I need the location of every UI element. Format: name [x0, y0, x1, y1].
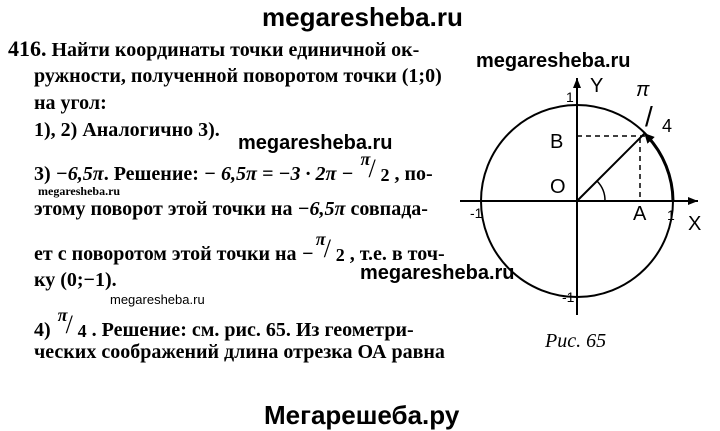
radius-line	[576, 132, 646, 202]
watermark-bottom: Мегарешеба.ру	[264, 400, 460, 430]
watermark-top: megaresheba.ru	[262, 2, 463, 32]
angle-label-den: 4	[662, 116, 672, 136]
angle-arc	[596, 180, 606, 202]
rotation-arc	[644, 133, 675, 202]
minus-sign: −	[301, 243, 314, 265]
fraction-slash: /	[368, 154, 376, 183]
solution-label: . Решение:	[103, 163, 199, 185]
problem-line-3: на угол:	[34, 92, 107, 114]
problem-line-10: ческих соображений длина отрезка ОА равн…	[34, 341, 445, 363]
watermark-right-top: megaresheba.ru	[476, 50, 631, 72]
problem-line-5: 3) −6,5π. Решение: − 6,5π = −3 · 2π − π/…	[34, 150, 433, 186]
figure-caption: Рис. 65	[545, 330, 607, 352]
text-continue: , по-	[394, 163, 433, 185]
problem-line-1: 416. Найти координаты точки единичной ок…	[8, 36, 420, 61]
tick-left: -1	[470, 205, 483, 221]
angle-label-num: π	[636, 79, 650, 101]
problem-line-4: 1), 2) Аналогично 3).	[34, 119, 220, 141]
watermark-small2: megaresheba.ru	[110, 292, 205, 307]
fraction-pi-2: π/2	[359, 150, 395, 186]
label-a: A	[633, 203, 647, 225]
problem-line-2: ружности, полученной поворотом точки (1;…	[34, 65, 442, 87]
watermark-mid1: megaresheba.ru	[238, 132, 393, 154]
angle-label-slash: /	[645, 101, 653, 132]
fraction-numerator: π	[315, 229, 326, 249]
angle-value: −6,5π	[297, 198, 346, 220]
watermark-mid2: megaresheba.ru	[360, 262, 515, 284]
fraction-numerator: π	[360, 149, 371, 169]
y-axis-arrow	[573, 78, 581, 88]
tick-right: 1	[667, 207, 675, 223]
fraction-denominator: 4	[77, 321, 87, 341]
label-b: B	[550, 131, 563, 153]
problem-line-6: этому поворот этой точки на −6,5π совпад…	[34, 199, 428, 219]
x-axis-arrow	[688, 197, 698, 205]
label-y: Y	[590, 75, 603, 97]
text-segment: совпада-	[350, 198, 428, 220]
fraction-slash: /	[65, 310, 73, 339]
tick-bottom: -1	[562, 289, 575, 305]
tick-top: 1	[566, 89, 574, 105]
text-segment: этому поворот этой точки на	[34, 198, 293, 220]
text-segment: , т.е. в точ-	[349, 243, 445, 265]
fraction-pi-4: π/4	[56, 306, 92, 342]
label-x: X	[688, 213, 701, 235]
label-o: O	[550, 176, 566, 198]
fraction-slash: /	[323, 234, 331, 263]
text-segment: ет с поворотом этой точки на	[34, 243, 297, 265]
equation: − 6,5π = −3 · 2π −	[203, 163, 354, 185]
fraction-denominator: 2	[335, 245, 345, 265]
problem-text: Найти координаты точки единичной ок-	[51, 39, 420, 61]
problem-number: 416.	[8, 36, 47, 61]
item-3-label: 3)	[34, 163, 51, 185]
watermark-left-small: megaresheba.ru	[38, 184, 121, 198]
fraction-pi-2: π/2	[314, 230, 350, 266]
unit-circle-figure: Y X B O A 1 -1 -1 1 π / 4	[460, 75, 701, 315]
angle-value: −6,5π	[55, 163, 104, 185]
fraction-denominator: 2	[380, 165, 390, 185]
item-4-label: 4)	[34, 319, 51, 341]
fraction-numerator: π	[57, 305, 68, 325]
text-segment: . Решение: см. рис. 65. Из геометри-	[91, 319, 414, 341]
problem-line-8: ку (0;−1).	[34, 269, 117, 291]
problem-line-9: 4) π/4. Решение: см. рис. 65. Из геометр…	[34, 306, 414, 342]
problem-line-7: ет с поворотом этой точки на −π/2, т.е. …	[34, 230, 445, 266]
